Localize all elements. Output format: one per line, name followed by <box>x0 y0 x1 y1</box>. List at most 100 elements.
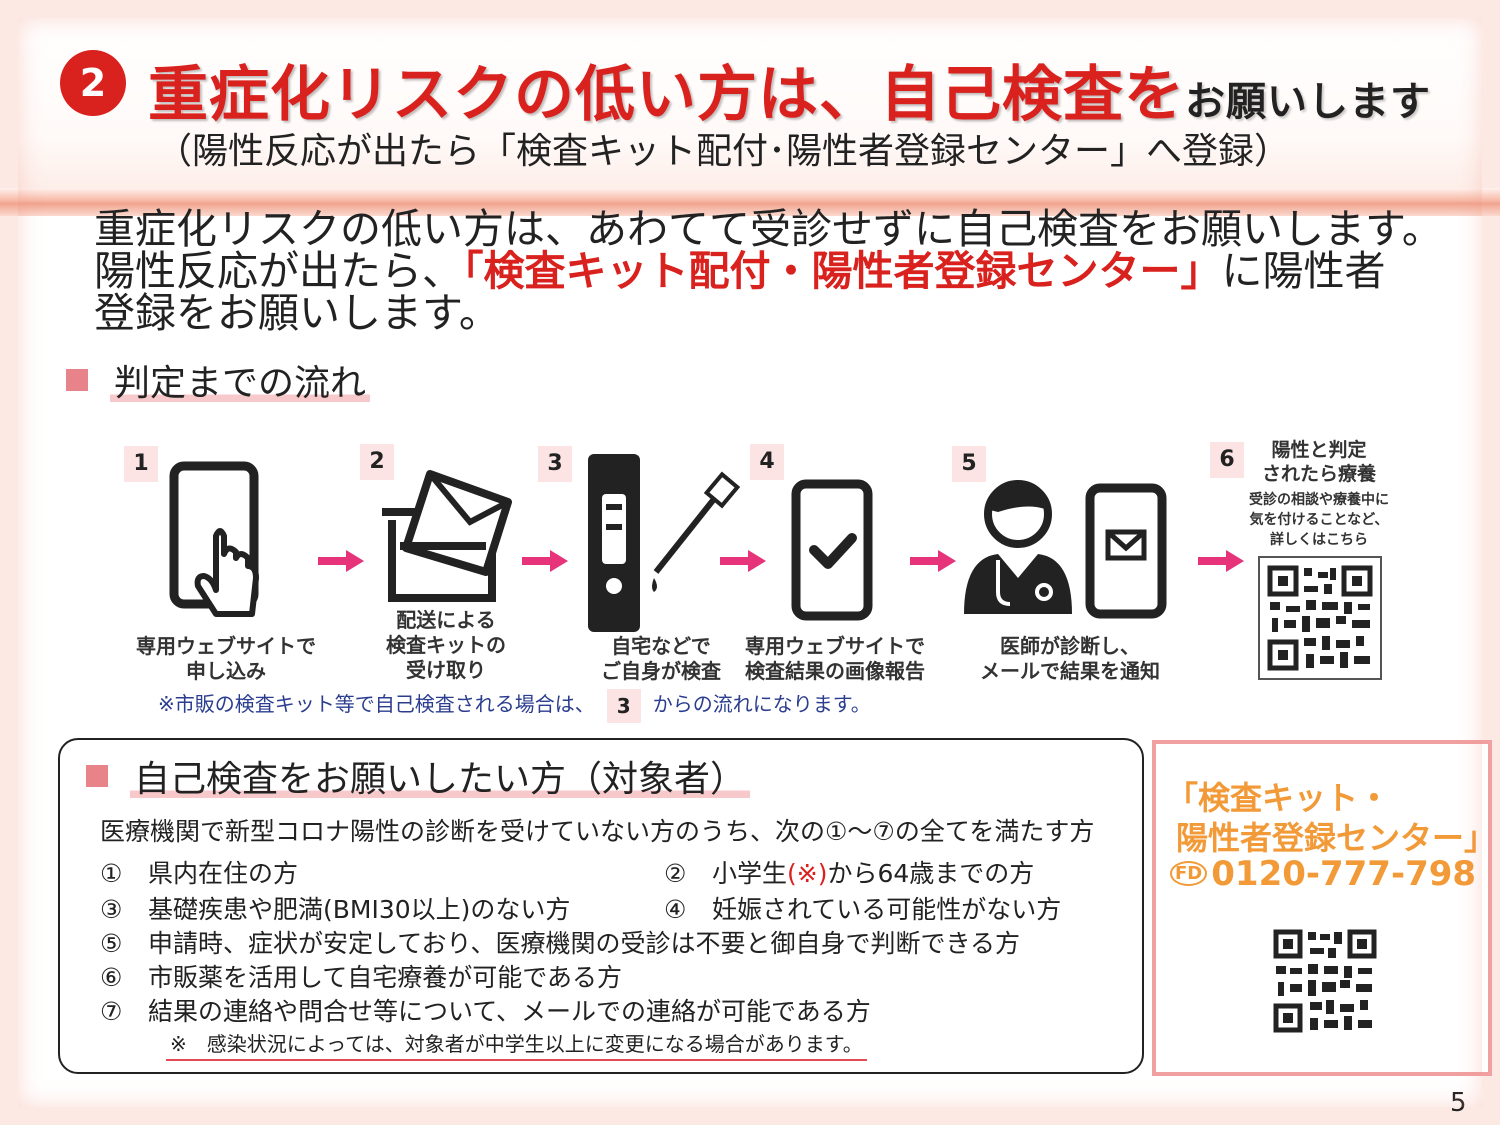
step-6-caption-line: 陽性と判定 <box>1271 439 1367 461</box>
step-4-caption: 専用ウェブサイトで 検査結果の画像報告 <box>730 634 940 684</box>
criteria-mark: ⑥ <box>100 963 123 992</box>
page-title-tail: お願いします <box>1185 79 1431 125</box>
step-3-caption-line: ご自身が検査 <box>601 659 721 683</box>
section-number-badge: 2 <box>60 50 126 116</box>
target-heading-text: 自己検査をお願いしたい方（対象者） <box>130 750 751 802</box>
center-name: 「検査キット・ 陽性者登録センター」 <box>1166 778 1497 858</box>
step-2-caption-line: 配送による <box>396 608 496 632</box>
criteria-mark: ② <box>664 859 687 888</box>
criteria-mark: ① <box>100 859 123 888</box>
step-2-number: 2 <box>360 444 394 480</box>
target-lead-text: 医療機関で新型コロナ陽性の診断を受けていない方のうち、次の①～⑦の全てを満たす方 <box>100 817 1095 846</box>
step-1-number: 1 <box>124 446 158 482</box>
flow-note-a: ※市販の検査キット等で自己検査される場合は、 <box>158 692 595 716</box>
step-3-caption: 自宅などで ご自身が検査 <box>576 634 746 684</box>
delivery-box-icon <box>382 470 512 602</box>
arrow-right-icon <box>318 550 364 572</box>
freedial-icon: FD <box>1170 861 1208 886</box>
step-6-detail-line: 受診の相談や療養中に <box>1249 492 1389 508</box>
intro-line-2-b: に陽性者 <box>1221 247 1386 295</box>
step-5-caption-line: メールで結果を通知 <box>980 659 1160 683</box>
step-3-number: 3 <box>538 446 572 482</box>
step-1-caption: 専用ウェブサイトで 申し込み <box>126 634 326 684</box>
square-bullet-icon <box>66 369 88 391</box>
step-5-number: 5 <box>952 446 986 482</box>
criteria-mark: ⑦ <box>100 997 123 1026</box>
step-5-caption-line: 医師が診断し、 <box>1000 634 1140 658</box>
flow-diagram: 1 専用ウェブサイトで 申し込み 2 配送による 検査キットの 受け取り <box>118 438 1418 698</box>
criteria-note-mark: (※) <box>787 859 828 888</box>
page-title: 重症化リスクの低い方は、自己検査をお願いします <box>148 46 1431 133</box>
header-divider-band <box>0 188 1500 216</box>
intro-text: 重症化リスクの低い方は、あわてて受診せずに自己検査をお願いします。 陽性反応が出… <box>94 208 1464 334</box>
step-2-caption-line: 受け取り <box>406 658 486 682</box>
criteria-mark: ⑤ <box>100 929 123 958</box>
step-2-caption: 配送による 検査キットの 受け取り <box>356 608 536 683</box>
criteria-text: 結果の連絡や問合せ等について、メールでの連絡が可能である方 <box>148 997 871 1026</box>
header: 2 重症化リスクの低い方は、自己検査をお願いします （陽性反応が出たら「検査キッ… <box>18 18 1482 188</box>
target-criteria-box: 自己検査をお願いしたい方（対象者） 医療機関で新型コロナ陽性の診断を受けていない… <box>58 738 1144 1074</box>
intro-line-1: 重症化リスクの低い方は、あわてて受診せずに自己検査をお願いします。 <box>94 205 1443 253</box>
criteria-text: 申請時、症状が安定しており、医療機関の受診は不要と御自身で判断できる方 <box>148 929 1021 958</box>
smartphone-check-icon <box>791 479 873 621</box>
qr-code-icon[interactable] <box>1258 556 1382 680</box>
step-4-caption-line: 専用ウェブサイトで <box>745 634 925 658</box>
criteria-mark: ④ <box>664 895 687 924</box>
criteria-item: ③ 基礎疾患や肥満(BMI30以上)のない方 <box>100 890 570 926</box>
criteria-text: 県内在住の方 <box>148 859 299 888</box>
arrow-right-icon <box>910 550 956 572</box>
step-6-caption-line: されたら療養 <box>1261 463 1376 485</box>
flow-heading: 判定までの流れ <box>66 354 371 406</box>
center-name-line: 「検査キット・ <box>1166 779 1391 817</box>
smartphone-tap-icon <box>169 461 259 617</box>
step-6-detail: 受診の相談や療養中に 気を付けることなど、 詳しくはこちら <box>1226 490 1412 550</box>
criteria-item: ⑤ 申請時、症状が安定しており、医療機関の受診は不要と御自身で判断できる方 <box>100 924 1020 960</box>
step-5-caption: 医師が診断し、 メールで結果を通知 <box>960 634 1180 684</box>
criteria-text: から64歳までの方 <box>827 859 1035 888</box>
step-6-number: 6 <box>1210 442 1244 478</box>
square-bullet-icon <box>86 765 108 787</box>
target-heading: 自己検査をお願いしたい方（対象者） <box>86 750 751 802</box>
center-name-line: 陽性者登録センター」 <box>1176 819 1497 857</box>
criteria-text: 妊娠されている可能性がない方 <box>712 895 1062 924</box>
step-1-caption-line: 専用ウェブサイトで <box>136 634 316 658</box>
step-4-caption-line: 検査結果の画像報告 <box>745 659 925 683</box>
intro-line-3: 登録をお願いします。 <box>94 289 500 337</box>
criteria-item: ② 小学生(※)から64歳までの方 <box>664 854 1034 890</box>
step-2-caption-line: 検査キットの <box>386 633 506 657</box>
page-number: 5 <box>1450 1088 1467 1118</box>
arrow-right-icon <box>1198 550 1244 572</box>
test-kit-dropper-icon <box>588 454 741 632</box>
arrow-right-icon <box>522 550 568 572</box>
criteria-item: ⑦ 結果の連絡や問合せ等について、メールでの連絡が可能である方 <box>100 992 871 1028</box>
page-subtitle: （陽性反応が出たら「検査キット配付･陽性者登録センター」へ登録） <box>156 131 1291 172</box>
center-name-highlight: 「検査キット配付・陽性者登録センター」 <box>463 247 1222 295</box>
criteria-text: 基礎疾患や肥満(BMI30以上)のない方 <box>148 895 571 924</box>
arrow-right-icon <box>720 550 766 572</box>
criteria-item: ⑥ 市販薬を活用して自宅療養が可能である方 <box>100 958 622 994</box>
flow-heading-text: 判定までの流れ <box>110 354 371 406</box>
step-6-caption: 陽性と判定 されたら療養 <box>1234 438 1404 486</box>
doctor-mail-icon <box>964 480 1167 619</box>
step-6-detail-line: 詳しくはこちら <box>1270 532 1368 548</box>
criteria-text: 市販薬を活用して自宅療養が可能である方 <box>148 963 623 992</box>
criteria-item: ① 県内在住の方 <box>100 854 298 890</box>
criteria-text: 小学生 <box>712 859 788 888</box>
qr-code-icon[interactable] <box>1270 926 1380 1036</box>
step-6-detail-line: 気を付けることなど、 <box>1249 512 1389 528</box>
target-footnote: ※ 感染状況によっては、対象者が中学生以上に変更になる場合があります。 <box>166 1028 867 1061</box>
step-4-number: 4 <box>750 444 784 480</box>
flow-note-step-number: 3 <box>606 688 641 723</box>
page-title-main: 重症化リスクの低い方は、自己検査を <box>148 60 1185 130</box>
criteria-item: ④ 妊娠されている可能性がない方 <box>664 890 1061 926</box>
center-phone-number[interactable]: 0120-777-798 <box>1211 854 1477 894</box>
flow-note: ※市販の検査キット等で自己検査される場合は、 3 からの流れになります。 <box>158 688 871 723</box>
flow-note-b: からの流れになります。 <box>652 692 871 716</box>
criteria-mark: ③ <box>100 895 123 924</box>
intro-line-2-a: 陽性反応が出たら、 <box>94 247 463 295</box>
step-3-caption-line: 自宅などで <box>611 634 711 658</box>
intro-line-2: 陽性反応が出たら、「検査キット配付・陽性者登録センター」に陽性者 <box>94 250 1464 292</box>
